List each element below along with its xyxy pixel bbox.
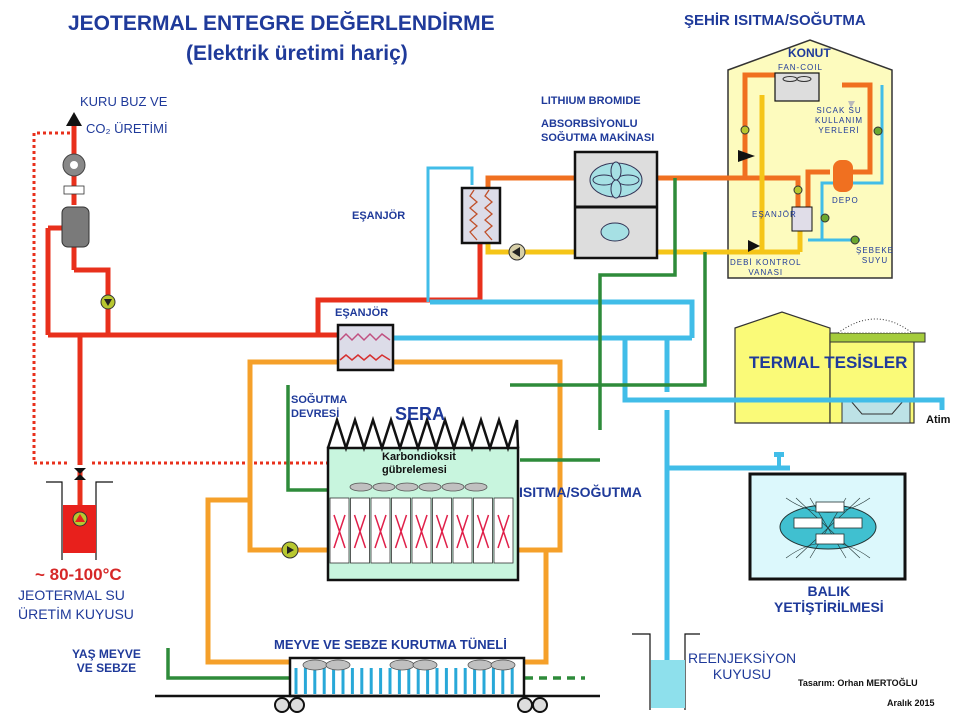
plant-icon (476, 514, 490, 549)
thermal-facilities-label: TERMAL TESİSLER (749, 353, 908, 372)
cold-water-pipes (392, 299, 945, 660)
fan-coil-label: FAN-COIL (778, 63, 823, 72)
co2-fertilization-line: gübrelemesi (382, 464, 447, 476)
plant-icon (456, 514, 469, 549)
fresh-produce-label: YAŞ MEYVE VE SEBZE (72, 647, 141, 676)
pumps (100, 243, 526, 559)
co2-fertilization-label: Karbondioksit gübrelemesi (382, 451, 456, 477)
plant-icon (374, 514, 387, 549)
absorption-line-3: SOĞUTMA MAKİNASI (541, 132, 655, 144)
well-temperature: ~ 80-100°C (35, 565, 122, 584)
fresh-produce-line: VE SEBZE (76, 660, 137, 675)
co2-compressor (61, 112, 90, 248)
dry-ice-line-2: CO₂ ÜRETİMİ (86, 121, 168, 136)
mains-water-label: ŞEBEKE SUYU (856, 246, 894, 266)
date-credit: Aralık 2015 (887, 698, 935, 708)
title-line-2: (Elektrik üretimi hariç) (186, 42, 408, 65)
house-exchanger-label: EŞANJÖR (752, 210, 797, 219)
reinjection-line: REENJEKSİYON (688, 650, 797, 666)
drying-tunnel (155, 656, 600, 713)
cooling-pipes (166, 178, 707, 680)
plant-icon (394, 514, 408, 549)
heating-cooling-label: ISITMA/SOĞUTMA (519, 484, 642, 500)
title-line-1: JEOTERMAL ENTEGRE DEĞERLENDİRME (68, 12, 495, 35)
absorption-line-1: LITHIUM BROMIDE (541, 95, 641, 107)
main-exchanger-label: EŞANJÖR (335, 307, 389, 319)
discharge-label: Atim (926, 414, 951, 426)
reinjection-well (632, 633, 700, 710)
fish-farming-line: BALIK (807, 583, 851, 599)
thermal-facility-building (734, 311, 926, 424)
plant-icon (415, 514, 428, 549)
tank-label: DEPO (832, 196, 859, 205)
cooling-circuit-line: SOĞUTMA (291, 394, 348, 406)
plant-icon (333, 514, 346, 549)
co2-fertilization-line: Karbondioksit (382, 451, 456, 463)
drying-tunnel-label: MEYVE VE SEBZE KURUTMA TÜNELİ (274, 637, 507, 652)
greenhouse-label: SERA (395, 404, 446, 424)
well-label-line-1: JEOTERMAL SU (18, 587, 125, 603)
hot-water-line: SICAK SU (816, 106, 862, 115)
mains-water-line: SUYU (861, 256, 889, 265)
fish-farming-label: BALIK YETİŞTİRİLMESİ (774, 583, 884, 615)
hot-water-line: YERLERİ (818, 126, 860, 135)
designer-credit: Tasarım: Orhan MERTOĞLU (798, 678, 918, 688)
production-well (46, 468, 113, 560)
house-building (727, 39, 893, 279)
hot-water-label: SICAK SU KULLANIM YERLERİ (815, 106, 863, 136)
fish-pond (748, 452, 907, 581)
district-title: ŞEHİR ISITMA/SOĞUTMA (684, 12, 866, 29)
well-label-line-2: ÜRETİM KUYUSU (18, 606, 134, 622)
upper-heat-exchanger (460, 186, 502, 245)
greenhouse (326, 415, 520, 582)
mains-water-line: ŞEBEKE (856, 246, 895, 255)
fish-farming-line: YETİŞTİRİLMESİ (774, 599, 884, 616)
absorption-chiller (573, 150, 659, 260)
reinjection-well-label: REENJEKSİYON KUYUSU (688, 650, 796, 682)
plant-icon (497, 514, 510, 549)
fresh-produce-line: YAŞ MEYVE (72, 647, 141, 661)
flow-valve-line: VANASI (748, 268, 784, 277)
absorption-line-2: ABSORBSİYONLU (541, 118, 638, 130)
upper-exchanger-label: EŞANJÖR (352, 210, 406, 222)
cooling-circuit-line: DEVRESİ (291, 408, 340, 420)
hot-water-line: KULLANIM (815, 116, 864, 125)
dry-ice-line-1: KURU BUZ VE (80, 94, 168, 109)
house-internals (738, 72, 883, 252)
cooling-circuit-label: SOĞUTMA DEVRESİ (291, 393, 347, 421)
house-label: KONUT (788, 46, 831, 60)
flow-valve-line: DEBİ KONTROL (730, 258, 802, 267)
main-heat-exchanger (336, 323, 395, 372)
flow-valve-label: DEBİ KONTROL VANASI (730, 258, 802, 278)
reinjection-line: KUYUSU (712, 666, 772, 683)
plant-icon (353, 514, 367, 549)
plant-icon (435, 514, 449, 549)
